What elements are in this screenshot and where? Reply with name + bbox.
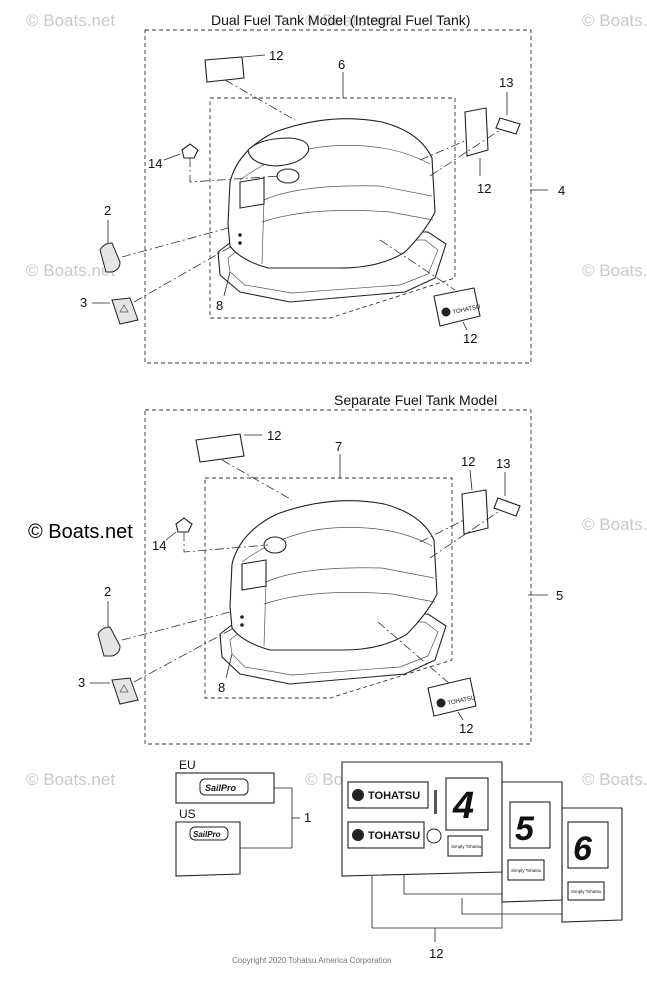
hp-decal-5 [509,801,551,849]
watermark: © Boats.net [305,11,394,30]
small-emblem-icon [426,828,442,844]
decal-13 [495,117,521,135]
decal-3 [111,297,139,325]
callout-4: 4 [558,183,565,198]
grommet-14 [181,143,199,159]
tagline-text: Simply Tohatsu [451,844,482,849]
callout-3: 3 [80,295,87,310]
decal-brand-text: TOHATSU [447,695,476,707]
assembly-outline-6 [209,97,456,319]
cowl-body [229,500,438,651]
tagline-decal [567,881,605,901]
tohatsu-logo-icon [352,789,364,801]
sailpro-logo-eu: SailPro [199,778,249,796]
callout-3: 3 [78,675,85,690]
cowl-plug [263,536,287,554]
decal-12-side [461,489,489,535]
sheet-6-content: 6 Simply Tohatsu [567,821,609,901]
decal-brand-text: TOHATSU [452,304,481,316]
hp-number-6: 6 [573,830,593,868]
vertical-strip [434,790,437,814]
callout-12: 12 [269,48,283,63]
callout-8: 8 [218,680,225,695]
assembly-outline-7 [204,477,453,699]
title-separate-fuel-tank: Separate Fuel Tank Model [334,392,497,408]
watermark: © Boats.net [582,770,647,789]
label-eu: EU [179,758,196,772]
tagline-decal [507,859,545,881]
engine-cowl-top [217,118,447,303]
hp-number-4: 4 [452,785,474,827]
watermark: © Boats.net [26,770,115,789]
watermark: © Boats.net [582,11,647,30]
hp-number-5: 5 [515,810,535,848]
watermark: © Boats.net [582,515,647,534]
callout-12: 12 [459,721,473,736]
tagline-text: Simply Tohatsu [571,889,602,894]
callout-12: 12 [267,428,281,443]
hp-decal-6 [567,821,609,869]
assembly-outline-5 [144,409,532,745]
sheet-5-content: 5 Simply Tohatsu [507,801,551,881]
callout-2: 2 [104,584,111,599]
assembly-outline-4 [144,29,532,364]
callout-13: 13 [499,75,513,90]
decal-2 [97,626,121,657]
tohatsu-text: TOHATSU [368,830,420,842]
sailpro-text: SailPro [205,783,237,793]
sailpro-text: SailPro [193,830,221,839]
decal-13 [493,497,521,517]
decal-3 [111,677,139,705]
watermark: © Boats.net [582,261,647,280]
callout-6: 6 [338,57,345,72]
copyright: Copyright 2020 Tohatsu America Corporati… [232,956,392,965]
watermark: © Boats.net [26,11,115,30]
callout-8: 8 [216,298,223,313]
tagline-decal [447,835,483,857]
hp-decal-4 [445,777,489,831]
tohatsu-logo-icon [352,829,364,841]
callout-7: 7 [335,439,342,454]
fuel-cap [276,168,300,184]
watermark-main: © Boats.net [28,521,133,543]
decal-12-top [195,433,245,463]
tagline-text: Simply Tohatsu [511,868,542,873]
callout-13: 13 [496,456,510,471]
cowl-label-recess [241,559,267,591]
sheet-4-content: TOHATSU TOHATSU 4 Simply Tohatsu [347,777,489,857]
decal-12-tohatsu-top: TOHATSU [433,287,481,327]
callout-2: 2 [104,203,111,218]
cowl-label-recess [239,177,265,209]
decal-12-side [464,107,489,157]
callout-12: 12 [477,181,491,196]
callout-5: 5 [556,588,563,603]
callout-12: 12 [429,946,443,961]
watermark: © Boats.net [26,261,115,280]
tohatsu-text: TOHATSU [368,790,420,802]
label-us: US [179,807,196,821]
decal-12-top [204,56,245,83]
callout-14: 14 [148,156,162,171]
engine-cowl-mid [219,500,447,685]
callout-12: 12 [461,454,475,469]
callout-1: 1 [304,810,311,825]
title-dual-fuel-tank: Dual Fuel Tank Model (Integral Fuel Tank… [211,12,470,28]
decal-2 [99,242,121,273]
decal-12-tohatsu-mid: TOHATSU [427,677,477,717]
sailpro-logo-us: SailPro [189,826,229,841]
fuel-tank-cap-opening [247,137,310,167]
callout-14: 14 [152,538,166,553]
grommet-14 [175,517,193,533]
callout-12: 12 [463,331,477,346]
